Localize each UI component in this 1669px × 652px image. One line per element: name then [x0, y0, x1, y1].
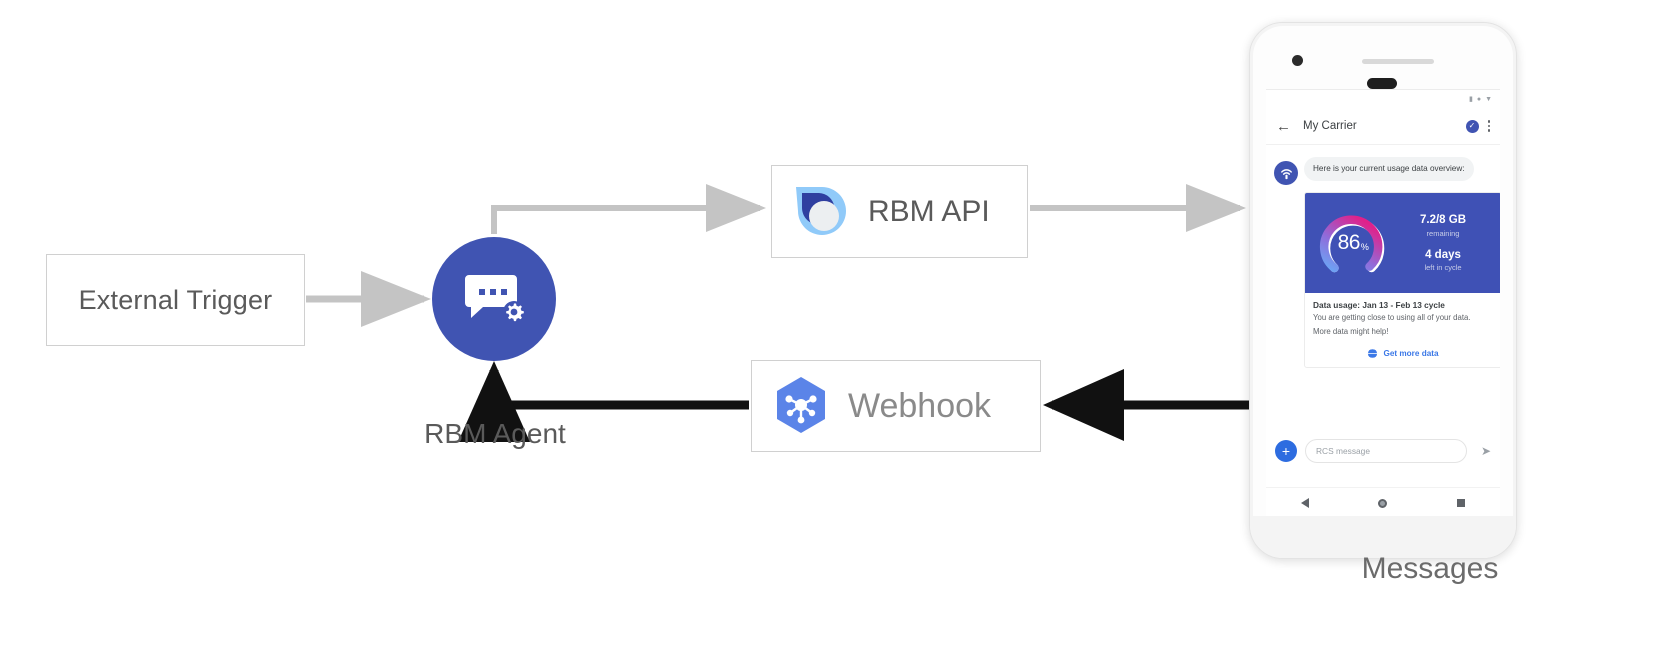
wifi-icon: ● — [1476, 95, 1482, 103]
signal-icon: ▮ — [1468, 95, 1473, 103]
app-bar: ← My Carrier ✓ — [1266, 108, 1500, 145]
front-camera-icon — [1292, 55, 1303, 66]
rbm-api-label: RBM API — [868, 194, 990, 228]
rich-card-media: 86% 7.2/8 GB remaining 4 days left in cy… — [1305, 193, 1500, 293]
message-row-incoming: Here is your current usage data overview… — [1274, 157, 1492, 185]
phone-bottom-bezel — [1250, 516, 1516, 558]
card-body-line2: More data might help! — [1313, 326, 1389, 336]
incoming-message-text: Here is your current usage data overview… — [1304, 157, 1474, 181]
card-body-line1: You are getting close to using all of yo… — [1313, 313, 1471, 322]
usage-gauge: 86% — [1315, 205, 1391, 281]
gauge-value: 86% — [1337, 231, 1369, 254]
node-webhook[interactable]: Webhook — [751, 360, 1041, 452]
rcs-message-input[interactable]: RCS message — [1305, 439, 1467, 463]
carrier-signal-icon — [1274, 161, 1298, 185]
speaker-icon — [1367, 78, 1397, 89]
phone-top-bezel — [1250, 23, 1516, 89]
back-arrow-icon[interactable]: ← — [1276, 117, 1291, 135]
chat-gear-icon — [465, 275, 525, 323]
conversation-title: My Carrier — [1303, 120, 1357, 132]
get-more-data-button[interactable]: Get more data — [1305, 341, 1500, 367]
phone-mockup: ▮ ● ▼ ← My Carrier ✓ — [1249, 22, 1517, 559]
nav-recents-icon[interactable] — [1457, 499, 1466, 507]
node-rbm-agent[interactable] — [432, 237, 556, 361]
stat-days-left: 4 days — [1425, 248, 1461, 261]
arrow-agent-to-api — [491, 184, 766, 234]
rbm-droplet-icon — [796, 186, 846, 235]
gauge-arc-icon — [1319, 215, 1385, 273]
battery-icon: ▼ — [1485, 95, 1492, 103]
arrow-webhook-to-agent — [458, 361, 749, 442]
status-bar: ▮ ● ▼ — [1266, 90, 1500, 108]
stat-data-remaining: 7.2/8 GB — [1419, 213, 1467, 226]
add-attachment-icon[interactable]: + — [1275, 440, 1297, 462]
messages-label: Messages — [1361, 552, 1499, 585]
cloud-functions-hexagon-icon — [777, 377, 825, 433]
android-nav-bar — [1266, 487, 1500, 518]
rich-card[interactable]: 86% 7.2/8 GB remaining 4 days left in cy… — [1304, 192, 1500, 369]
carrier-signal-glyph — [1280, 168, 1292, 179]
rich-card-body: Data usage: Jan 13 - Feb 13 cycle You ar… — [1305, 293, 1500, 341]
nav-back-icon[interactable] — [1300, 498, 1309, 508]
webhook-label: Webhook — [848, 386, 992, 425]
get-more-data-label: Get more data — [1383, 349, 1439, 359]
globe-icon — [1367, 348, 1379, 359]
send-icon[interactable]: ➤ — [1480, 444, 1491, 458]
overflow-menu-icon[interactable] — [1487, 120, 1490, 132]
verified-check-icon: ✓ — [1465, 119, 1479, 133]
message-composer: + RCS message ➤ — [1266, 430, 1500, 472]
phone-screen: ▮ ● ▼ ← My Carrier ✓ — [1266, 89, 1500, 519]
external-trigger-label: External Trigger — [78, 284, 273, 315]
stat-days-left-sub: left in cycle — [1424, 263, 1462, 273]
node-external-trigger[interactable]: External Trigger — [46, 254, 305, 346]
card-stats: 7.2/8 GB remaining 4 days left in cycle — [1391, 214, 1495, 273]
stat-data-remaining-sub: remaining — [1426, 228, 1460, 238]
earpiece-icon — [1362, 59, 1434, 64]
nav-home-icon[interactable] — [1378, 498, 1388, 508]
card-title: Data usage: Jan 13 - Feb 13 cycle — [1313, 300, 1445, 310]
node-rbm-api[interactable]: RBM API — [771, 165, 1028, 258]
rbm-agent-label: RBM Agent — [424, 418, 566, 449]
gauge-unit: % — [1360, 242, 1369, 252]
